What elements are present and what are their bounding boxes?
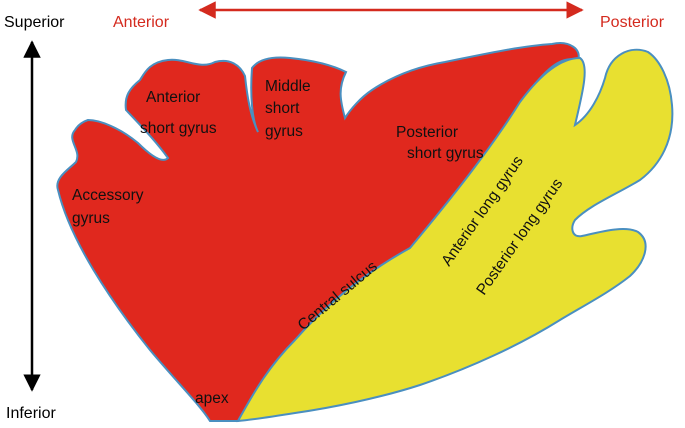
superior-label: Superior xyxy=(4,14,65,31)
inferior-label: Inferior xyxy=(6,405,56,422)
anterior-short-gyrus-label: Anterior short gyrus xyxy=(140,89,217,137)
posterior-short-gyrus-label: Posterior short gyrus xyxy=(396,124,484,162)
apex-label: apex xyxy=(195,390,229,407)
long-gyri-region xyxy=(236,48,674,423)
posterior-label: Posterior xyxy=(600,14,665,31)
short-gyri-region xyxy=(56,42,580,422)
anterior-label: Anterior xyxy=(113,14,170,31)
middle-short-gyrus-label: Middle short gyrus xyxy=(265,78,315,140)
accessory-gyrus-label: Accessory gyrus xyxy=(72,187,148,227)
